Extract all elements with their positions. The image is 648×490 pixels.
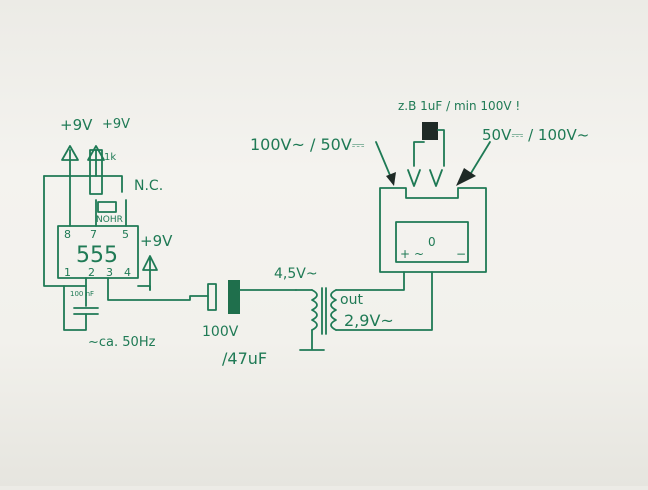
pin-7-label: 7 bbox=[90, 228, 97, 241]
supply-arrow-ic bbox=[142, 255, 158, 291]
left-note-label: 100V~ / 50V⎓ bbox=[250, 135, 365, 154]
primary-voltage-label: 4,5V~ bbox=[274, 266, 318, 282]
supply-right-label: +9V bbox=[102, 117, 130, 132]
arrow-left bbox=[386, 172, 396, 186]
cap-value-label: 100V bbox=[202, 324, 239, 340]
timing-cap-label: 100 nF bbox=[70, 290, 94, 298]
frequency-label: ~ca. 50Hz bbox=[88, 335, 156, 350]
meter-hint-label: z.B 1uF / min 100V ! bbox=[398, 99, 520, 113]
arrow-right bbox=[456, 168, 476, 186]
small-component bbox=[97, 201, 117, 213]
supply-arrow-left bbox=[61, 145, 79, 177]
pin-8-label: 8 bbox=[64, 228, 71, 241]
test-capacitor bbox=[422, 122, 438, 140]
multimeter: 0 + ~ − z.B 1uF / min 100V ! 100V~ / 50V… bbox=[250, 99, 589, 273]
primary-winding bbox=[311, 289, 318, 331]
meter-plus-label: + bbox=[400, 247, 410, 261]
resistor-label: 1k bbox=[104, 152, 116, 163]
probe-socket-right bbox=[429, 169, 443, 187]
meter-minus-label: − bbox=[456, 247, 466, 261]
secondary-winding bbox=[330, 289, 337, 331]
multimeter-body bbox=[379, 187, 487, 273]
ic-555-block: 555 8 7 5 1 2 3 4 +9V +9V 1k NOHR N.C. +… bbox=[43, 116, 209, 350]
transformer: 4,5V~ out 2,9V~ bbox=[274, 266, 433, 351]
resistor bbox=[89, 149, 103, 195]
ic-name-label: 555 bbox=[76, 243, 118, 268]
pin-1-label: 1 bbox=[64, 266, 71, 279]
ground-symbol bbox=[299, 329, 325, 351]
svg-text:NOHR: NOHR bbox=[96, 215, 123, 225]
pin-5-label: 5 bbox=[122, 228, 129, 241]
right-note-label: 50V⎓ / 100V~ bbox=[482, 126, 589, 144]
nc-label: N.C. bbox=[134, 178, 163, 194]
meter-ac-label: ~ bbox=[414, 247, 424, 261]
supply-ic-label: +9V bbox=[140, 232, 173, 250]
probe-socket-left bbox=[407, 169, 421, 187]
supply-arrow-right bbox=[87, 145, 105, 177]
coupling-capacitor: 100V /47uF bbox=[202, 280, 297, 368]
secondary-out-label: out bbox=[340, 292, 363, 308]
ic-555-body bbox=[57, 225, 139, 279]
meter-scale-label: 0 bbox=[428, 235, 436, 249]
pin-3-label: 3 bbox=[106, 266, 113, 279]
multimeter-display bbox=[395, 221, 469, 263]
transformer-core bbox=[321, 287, 327, 335]
cap-value-label-2: /47uF bbox=[222, 349, 267, 368]
pin-2-label: 2 bbox=[88, 266, 95, 279]
pin-4-label: 4 bbox=[124, 266, 131, 279]
supply-left-label: +9V bbox=[60, 116, 93, 134]
secondary-voltage-label: 2,9V~ bbox=[344, 311, 394, 330]
